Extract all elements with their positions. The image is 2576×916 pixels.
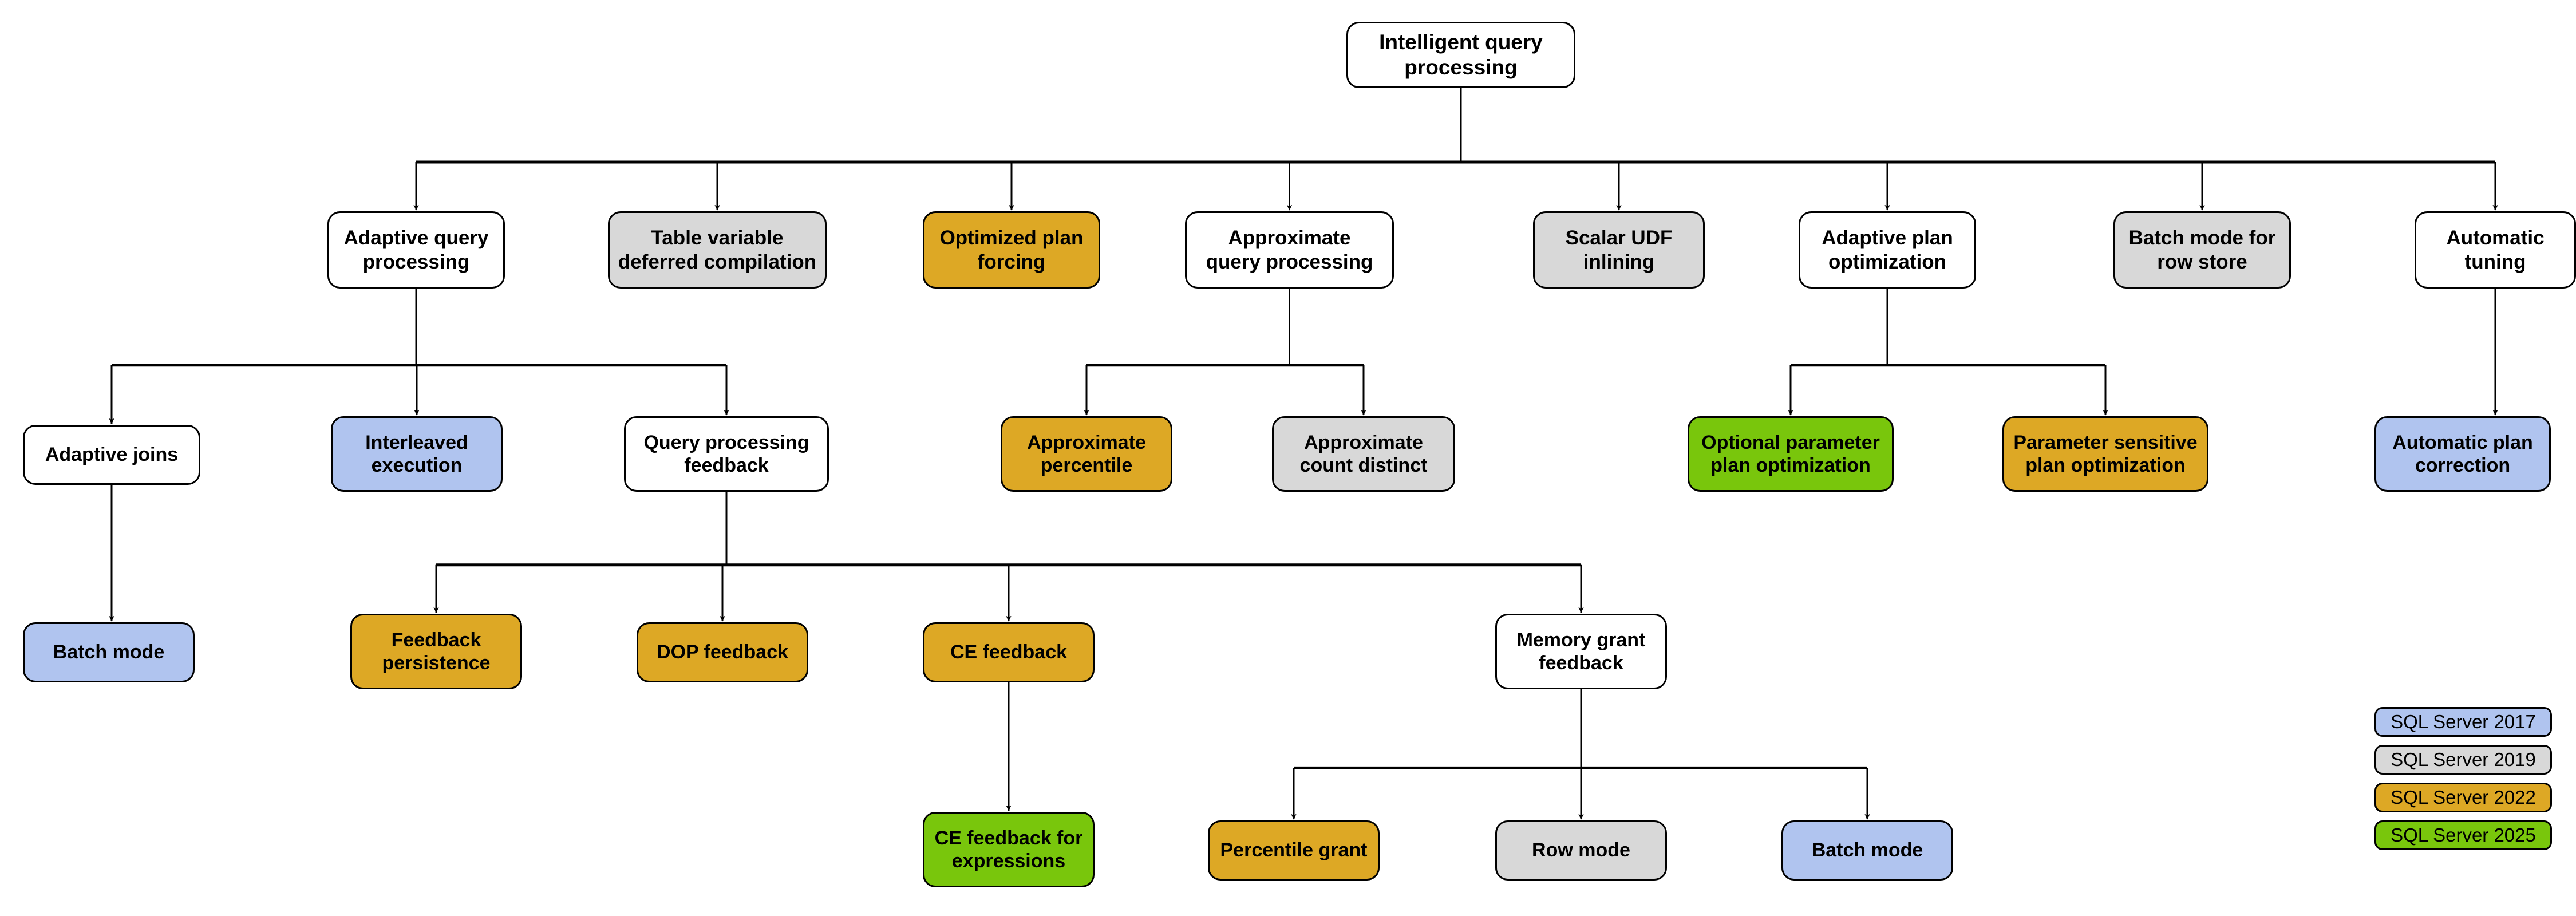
- node-label: Approximate percentile: [1027, 431, 1146, 476]
- node-label: Adaptive query processing: [343, 227, 489, 273]
- node-cefbexpr[interactable]: CE feedback for expressions: [923, 812, 1095, 887]
- node-opf[interactable]: Optimized plan forcing: [923, 211, 1100, 289]
- node-label: Optimized plan forcing: [939, 227, 1084, 273]
- node-label: CE feedback: [950, 641, 1068, 664]
- node-apo[interactable]: Adaptive plan optimization: [1799, 211, 1976, 289]
- legend-item-sql-server-2022: SQL Server 2022: [2374, 783, 2552, 812]
- node-approxqp[interactable]: Approximate query processing: [1185, 211, 1394, 289]
- node-label: Row mode: [1532, 839, 1630, 862]
- node-pgrant[interactable]: Percentile grant: [1208, 820, 1380, 881]
- node-label: Approximate query processing: [1206, 227, 1373, 273]
- node-bmode2[interactable]: Batch mode: [1781, 820, 1953, 881]
- node-label: Table variable deferred compilation: [618, 227, 817, 273]
- node-label: Parameter sensitive plan optimization: [2013, 431, 2198, 476]
- node-label: Intelligent query processing: [1379, 30, 1543, 79]
- node-ajoins[interactable]: Adaptive joins: [23, 425, 200, 485]
- node-rmode[interactable]: Row mode: [1495, 820, 1667, 881]
- node-sudf[interactable]: Scalar UDF inlining: [1533, 211, 1705, 289]
- node-bmode1[interactable]: Batch mode: [23, 622, 195, 682]
- node-label: Adaptive joins: [45, 444, 179, 466]
- node-tvdc[interactable]: Table variable deferred compilation: [608, 211, 827, 289]
- node-aqp[interactable]: Adaptive query processing: [327, 211, 505, 289]
- legend-item-label: SQL Server 2017: [2391, 711, 2536, 732]
- node-label: Query processing feedback: [643, 431, 809, 476]
- legend-item-label: SQL Server 2022: [2391, 787, 2536, 808]
- node-label: Memory grant feedback: [1516, 629, 1646, 674]
- node-apct[interactable]: Approximate percentile: [1001, 416, 1172, 492]
- node-apc[interactable]: Automatic plan correction: [2374, 416, 2551, 492]
- node-fbpersist[interactable]: Feedback persistence: [350, 614, 522, 689]
- node-label: Automatic tuning: [2446, 227, 2545, 273]
- node-label: Adaptive plan optimization: [1822, 227, 1953, 273]
- node-bmrs[interactable]: Batch mode for row store: [2113, 211, 2291, 289]
- node-label: Percentile grant: [1220, 839, 1368, 862]
- node-label: Batch mode: [1811, 839, 1923, 862]
- node-label: CE feedback for expressions: [934, 827, 1083, 872]
- legend-item-sql-server-2025: SQL Server 2025: [2374, 820, 2552, 850]
- node-qpf[interactable]: Query processing feedback: [624, 416, 829, 492]
- node-mgfb[interactable]: Memory grant feedback: [1495, 614, 1667, 689]
- node-oppo[interactable]: Optional parameter plan optimization: [1688, 416, 1894, 492]
- node-label: DOP feedback: [657, 641, 788, 664]
- legend-item-sql-server-2017: SQL Server 2017: [2374, 707, 2552, 737]
- node-label: Batch mode for row store: [2128, 227, 2276, 273]
- node-autotune[interactable]: Automatic tuning: [2415, 211, 2576, 289]
- node-cefb[interactable]: CE feedback: [923, 622, 1095, 682]
- node-label: Optional parameter plan optimization: [1701, 431, 1880, 476]
- node-label: Batch mode: [53, 641, 165, 664]
- node-label: Automatic plan correction: [2392, 431, 2533, 476]
- legend-item-label: SQL Server 2019: [2391, 749, 2536, 770]
- node-label: Feedback persistence: [382, 629, 491, 674]
- legend-item-sql-server-2019: SQL Server 2019: [2374, 745, 2552, 775]
- node-ilexec[interactable]: Interleaved execution: [331, 416, 503, 492]
- legend-item-label: SQL Server 2025: [2391, 824, 2536, 846]
- node-acdist[interactable]: Approximate count distinct: [1272, 416, 1455, 492]
- node-dopfb[interactable]: DOP feedback: [637, 622, 808, 682]
- node-label: Interleaved execution: [365, 431, 468, 476]
- node-label: Approximate count distinct: [1299, 431, 1428, 476]
- node-pspo[interactable]: Parameter sensitive plan optimization: [2002, 416, 2208, 492]
- node-root[interactable]: Intelligent query processing: [1346, 22, 1575, 88]
- node-label: Scalar UDF inlining: [1565, 227, 1673, 273]
